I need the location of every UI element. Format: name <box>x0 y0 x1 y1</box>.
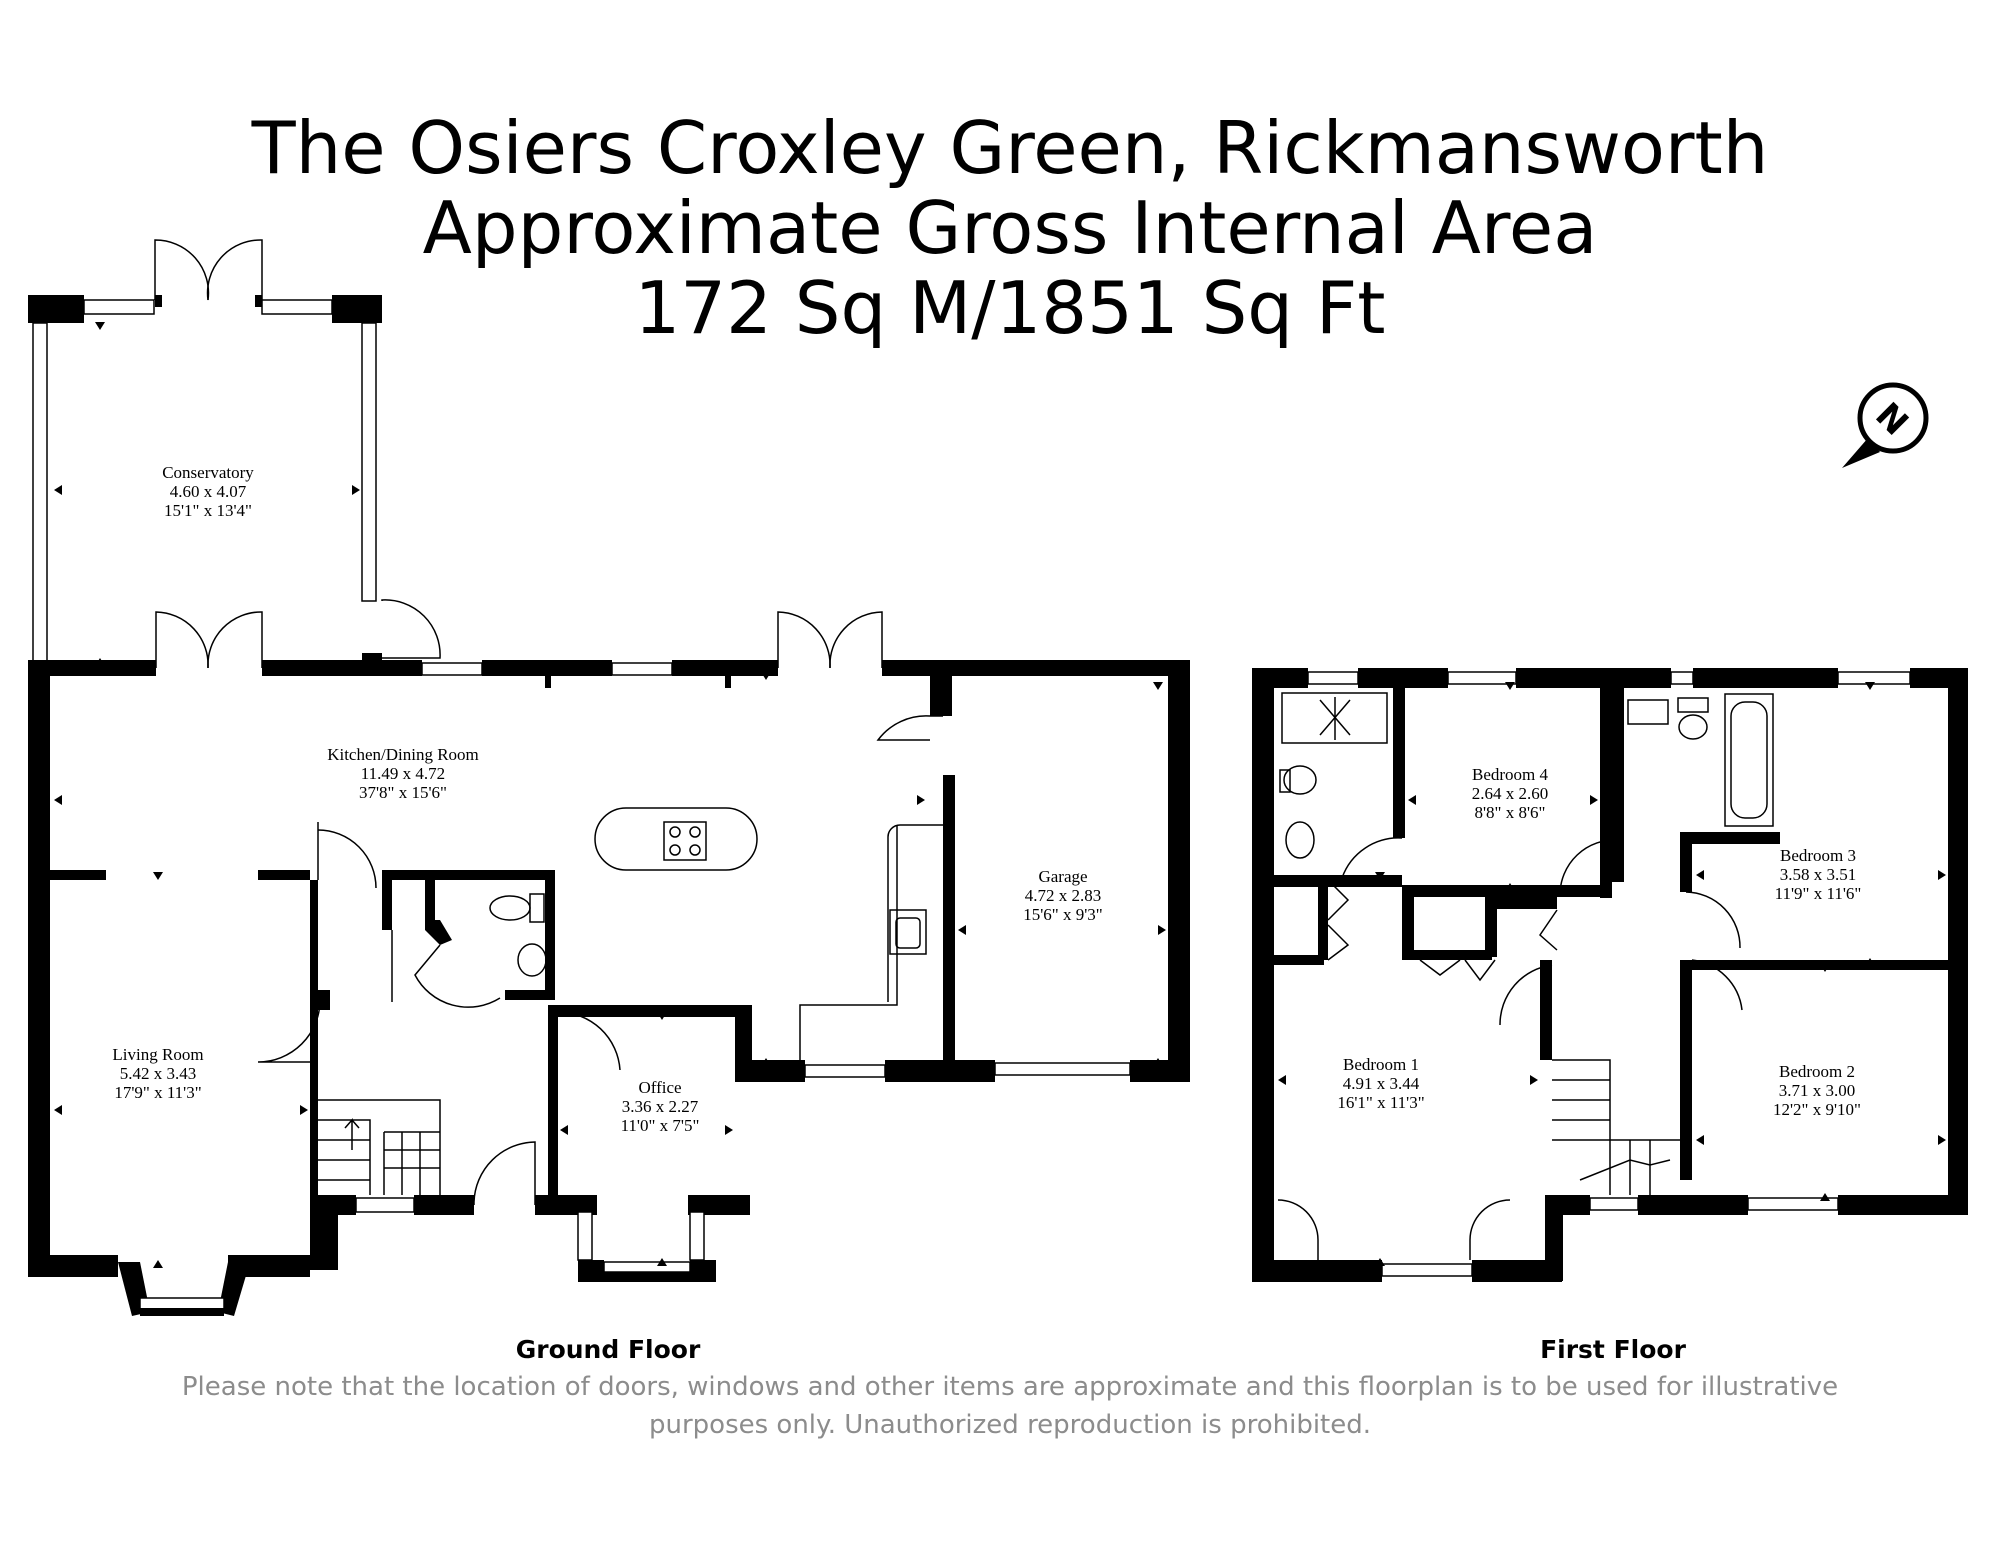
room-label-kitchen-dining: Kitchen/Dining Room 11.49 x 4.72 37'8" x… <box>327 745 479 802</box>
room-metric: 4.91 x 3.44 <box>1342 1074 1420 1093</box>
room-imperial: 16'1" x 11'3" <box>1337 1093 1425 1112</box>
room-imperial: 15'1" x 13'4" <box>163 501 252 520</box>
room-label-garage: Garage 4.72 x 2.83 15'6" x 9'3" <box>1023 867 1103 924</box>
room-label-office: Office 3.36 x 2.27 11'0" x 7'5" <box>621 1078 700 1135</box>
conservatory-walls <box>28 239 441 669</box>
first-floor-walls <box>1252 668 1968 1282</box>
room-label-living-room: Living Room 5.42 x 3.43 17'9" x 11'3" <box>112 1045 203 1102</box>
room-name: Bedroom 1 <box>1342 1055 1420 1074</box>
room-name: Kitchen/Dining Room <box>327 745 479 764</box>
room-metric: 3.58 x 3.51 <box>1779 865 1857 884</box>
title-line-2: Approximate Gross Internal Area <box>422 186 1598 270</box>
room-imperial: 11'9" x 11'6" <box>1774 884 1862 903</box>
room-metric: 5.42 x 3.43 <box>119 1064 197 1083</box>
room-label-bedroom-3: Bedroom 3 3.58 x 3.51 11'9" x 11'6" <box>1775 846 1862 903</box>
title-line-1: The Osiers Croxley Green, Rickmansworth <box>251 106 1769 190</box>
room-name: Bedroom 4 <box>1471 765 1549 784</box>
room-name: Conservatory <box>162 463 254 482</box>
room-imperial: 15'6" x 9'3" <box>1023 905 1103 924</box>
room-name: Office <box>638 1078 682 1097</box>
room-label-bedroom-1: Bedroom 1 4.91 x 3.44 16'1" x 11'3" <box>1337 1055 1424 1112</box>
room-imperial: 11'0" x 7'5" <box>620 1116 700 1135</box>
room-imperial: 8'8" x 8'6" <box>1474 803 1546 822</box>
compass-icon: N <box>1842 382 1929 468</box>
room-metric: 4.60 x 4.07 <box>169 482 247 501</box>
room-metric: 3.36 x 2.27 <box>621 1097 699 1116</box>
ground-floor-dimension-markers <box>54 322 1166 1268</box>
first-floor-dimension-markers <box>1278 682 1946 1266</box>
title-line-3: 172 Sq M/1851 Sq Ft <box>634 266 1386 350</box>
room-metric: 11.49 x 4.72 <box>360 764 446 783</box>
room-imperial: 12'2" x 9'10" <box>1772 1100 1862 1119</box>
first-floor-label: First Floor <box>1540 1335 1686 1364</box>
room-label-bedroom-2: Bedroom 2 3.71 x 3.00 12'2" x 9'10" <box>1773 1062 1861 1119</box>
room-label-bedroom-4: Bedroom 4 2.64 x 2.60 8'8" x 8'6" <box>1472 765 1549 822</box>
room-imperial: 17'9" x 11'3" <box>114 1083 202 1102</box>
room-metric: 4.72 x 2.83 <box>1024 886 1102 905</box>
room-label-conservatory: Conservatory 4.60 x 4.07 15'1" x 13'4" <box>162 463 254 520</box>
room-name: Bedroom 2 <box>1778 1062 1856 1081</box>
disclaimer-line-2: purposes only. Unauthorized reproduction… <box>648 1410 1372 1440</box>
ground-floor-plan <box>28 239 1190 1316</box>
room-name: Living Room <box>112 1045 204 1064</box>
room-imperial: 37'8" x 15'6" <box>358 783 448 802</box>
room-name: Bedroom 3 <box>1779 846 1857 865</box>
ground-floor-label: Ground Floor <box>515 1335 701 1364</box>
room-metric: 3.71 x 3.00 <box>1778 1081 1856 1100</box>
room-metric: 2.64 x 2.60 <box>1471 784 1549 803</box>
disclaimer-line-1: Please note that the location of doors, … <box>181 1372 1839 1402</box>
ground-floor-walls <box>28 611 1190 1316</box>
first-floor-plan <box>1252 668 1968 1282</box>
room-name: Garage <box>1038 867 1088 886</box>
